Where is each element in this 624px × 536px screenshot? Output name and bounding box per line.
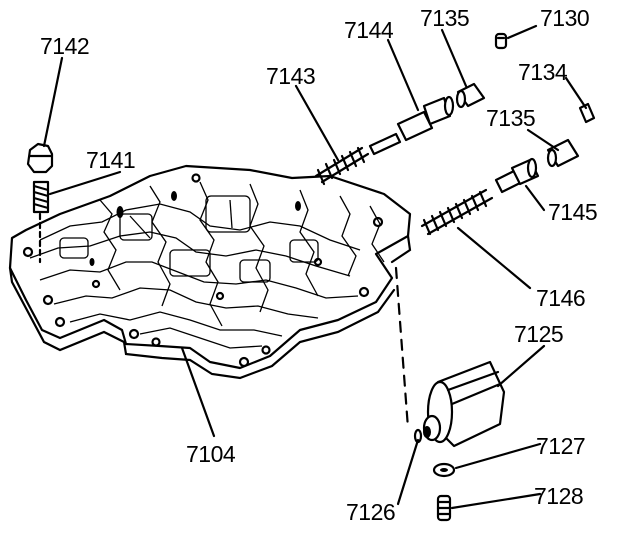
oring-7127 (432, 462, 456, 478)
label-7143: 7143 (266, 63, 315, 89)
label-7104: 7104 (186, 441, 236, 467)
pin-7134 (578, 102, 596, 124)
valve-7145 (494, 157, 540, 194)
valve-7144 (368, 95, 455, 156)
plug-7128 (436, 494, 452, 522)
label-7144: 7144 (344, 17, 394, 43)
label-7128: 7128 (534, 483, 583, 509)
label-7134: 7134 (518, 59, 568, 85)
assembly-line (394, 266, 410, 430)
plug-7142 (26, 142, 54, 174)
label-7141: 7141 (86, 147, 135, 173)
label-7125: 7125 (514, 321, 563, 347)
pin-7130 (494, 32, 508, 50)
label-7135-lower: 7135 (486, 105, 535, 131)
label-7130: 7130 (540, 5, 589, 31)
spring-7141 (32, 180, 50, 264)
label-7135-upper: 7135 (420, 5, 469, 31)
spring-7146 (420, 188, 494, 236)
label-7126: 7126 (346, 499, 395, 525)
solenoid-7125 (422, 360, 506, 448)
sleeve-7135-lower (546, 138, 580, 168)
label-7146: 7146 (536, 285, 585, 311)
sleeve-7135-upper (455, 82, 486, 109)
valve-body (8, 164, 412, 380)
label-7145: 7145 (548, 199, 597, 225)
leader-lines (42, 24, 588, 510)
label-7142: 7142 (40, 33, 89, 59)
part-labels: 7142 7141 7143 7144 7135 7130 7134 7135 … (40, 5, 598, 525)
spring-7143 (314, 146, 370, 186)
label-7127: 7127 (536, 433, 585, 459)
